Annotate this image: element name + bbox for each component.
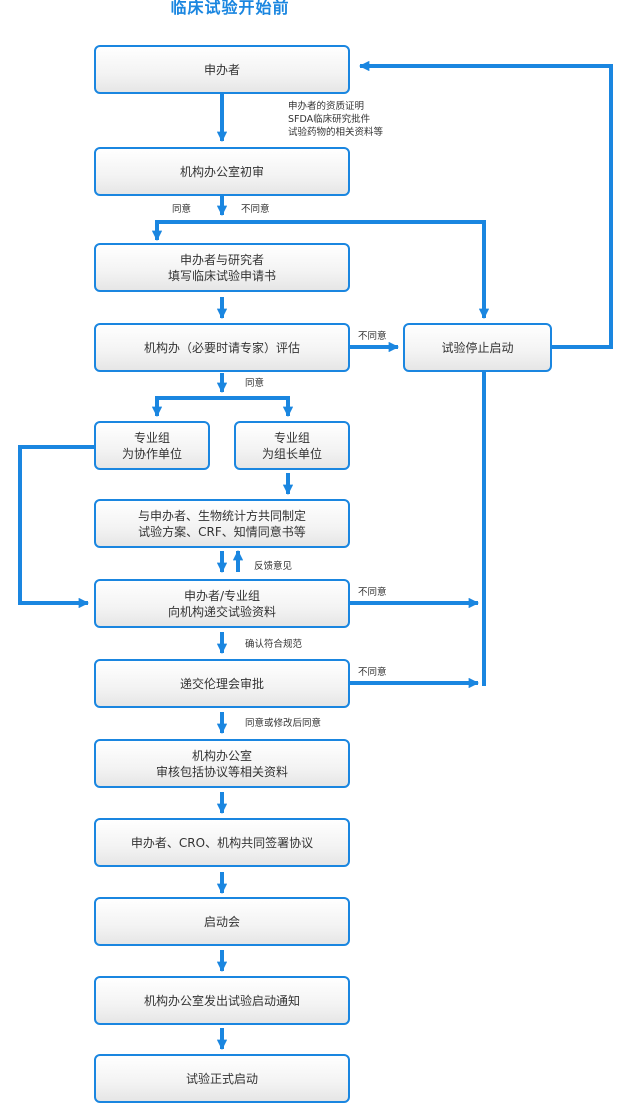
line-stop-to-sponsor <box>358 60 613 349</box>
note-feedback: 反馈意见 <box>254 561 293 572</box>
node-stop: 试验停止启动 <box>403 323 552 372</box>
note-agree-after: 同意或修改后同意 <box>245 718 322 729</box>
note-agree-2: 同意 <box>245 378 265 389</box>
node-sign: 申办者、CRO、机构共同签署协议 <box>94 818 350 867</box>
note-disagree-2: 不同意 <box>358 331 387 342</box>
node-kickoff: 启动会 <box>94 897 350 946</box>
note-disagree-4: 不同意 <box>358 667 387 678</box>
node-submit: 申办者/专业组 向机构递交试验资料 <box>94 579 350 628</box>
note-disagree-3: 不同意 <box>358 587 387 598</box>
node-ethics: 递交伦理会审批 <box>94 659 350 708</box>
node-apply: 申办者与研究者 填写临床试验申请书 <box>94 243 350 292</box>
node-start: 试验正式启动 <box>94 1054 350 1103</box>
note-agree-1: 同意 <box>172 204 192 215</box>
node-notice: 机构办公室发出试验启动通知 <box>94 976 350 1025</box>
node-evaluate: 机构办（必要时请专家）评估 <box>94 323 350 372</box>
line-coop-to-submit <box>18 445 94 609</box>
node-sponsor: 申办者 <box>94 45 350 94</box>
note-disagree-1: 不同意 <box>241 204 270 215</box>
node-group-coop: 专业组 为协作单位 <box>94 421 210 470</box>
note-docs: 申办者的资质证明 SFDA临床研究批件 试验药物的相关资料等 <box>288 101 384 138</box>
node-formulate: 与申办者、生物统计方共同制定 试验方案、CRF、知情同意书等 <box>94 499 350 548</box>
note-confirm: 确认符合规范 <box>245 639 303 650</box>
node-office-review: 机构办公室初审 <box>94 147 350 196</box>
node-group-lead: 专业组 为组长单位 <box>234 421 350 470</box>
line-branch <box>155 396 290 414</box>
node-office-audit: 机构办公室 审核包括协议等相关资料 <box>94 739 350 788</box>
page-title: 临床试验开始前 <box>170 0 290 17</box>
